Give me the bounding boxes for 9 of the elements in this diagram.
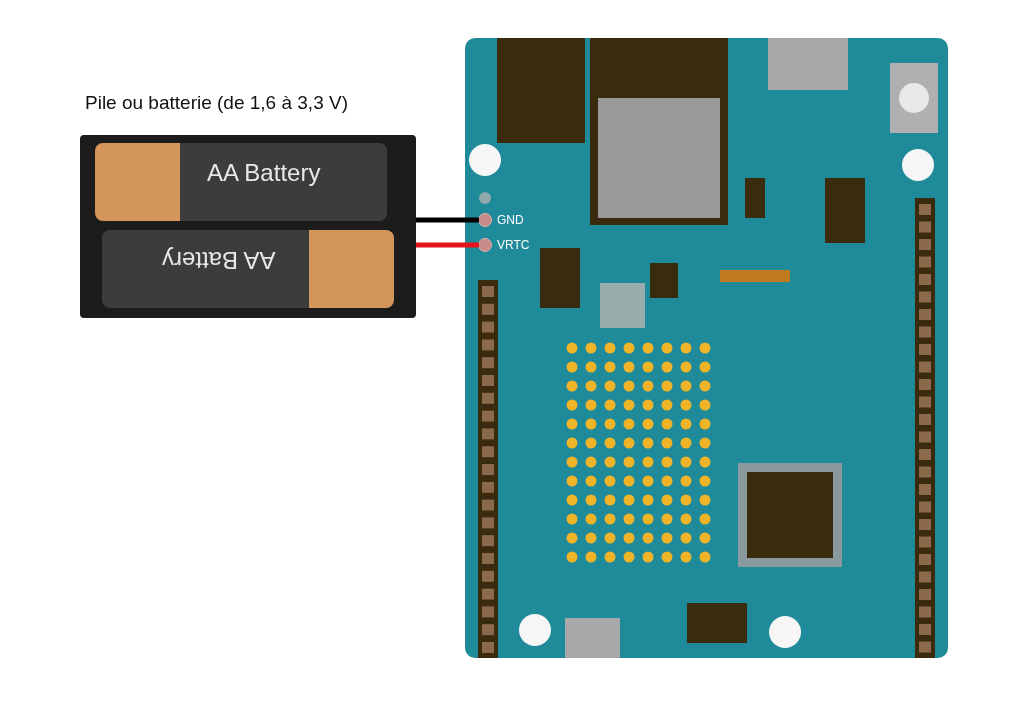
battery-label: AA Battery — [207, 159, 321, 187]
aa-battery — [102, 230, 394, 308]
pin-label: GND — [497, 213, 524, 227]
wire — [416, 242, 479, 248]
aa-battery — [95, 143, 387, 221]
holder-title: Pile ou batterie (de 1,6 à 3,3 V) — [85, 92, 348, 114]
pin-label: VRTC — [497, 238, 530, 252]
wire — [416, 217, 479, 223]
battery-label: AA Battery — [162, 246, 276, 274]
